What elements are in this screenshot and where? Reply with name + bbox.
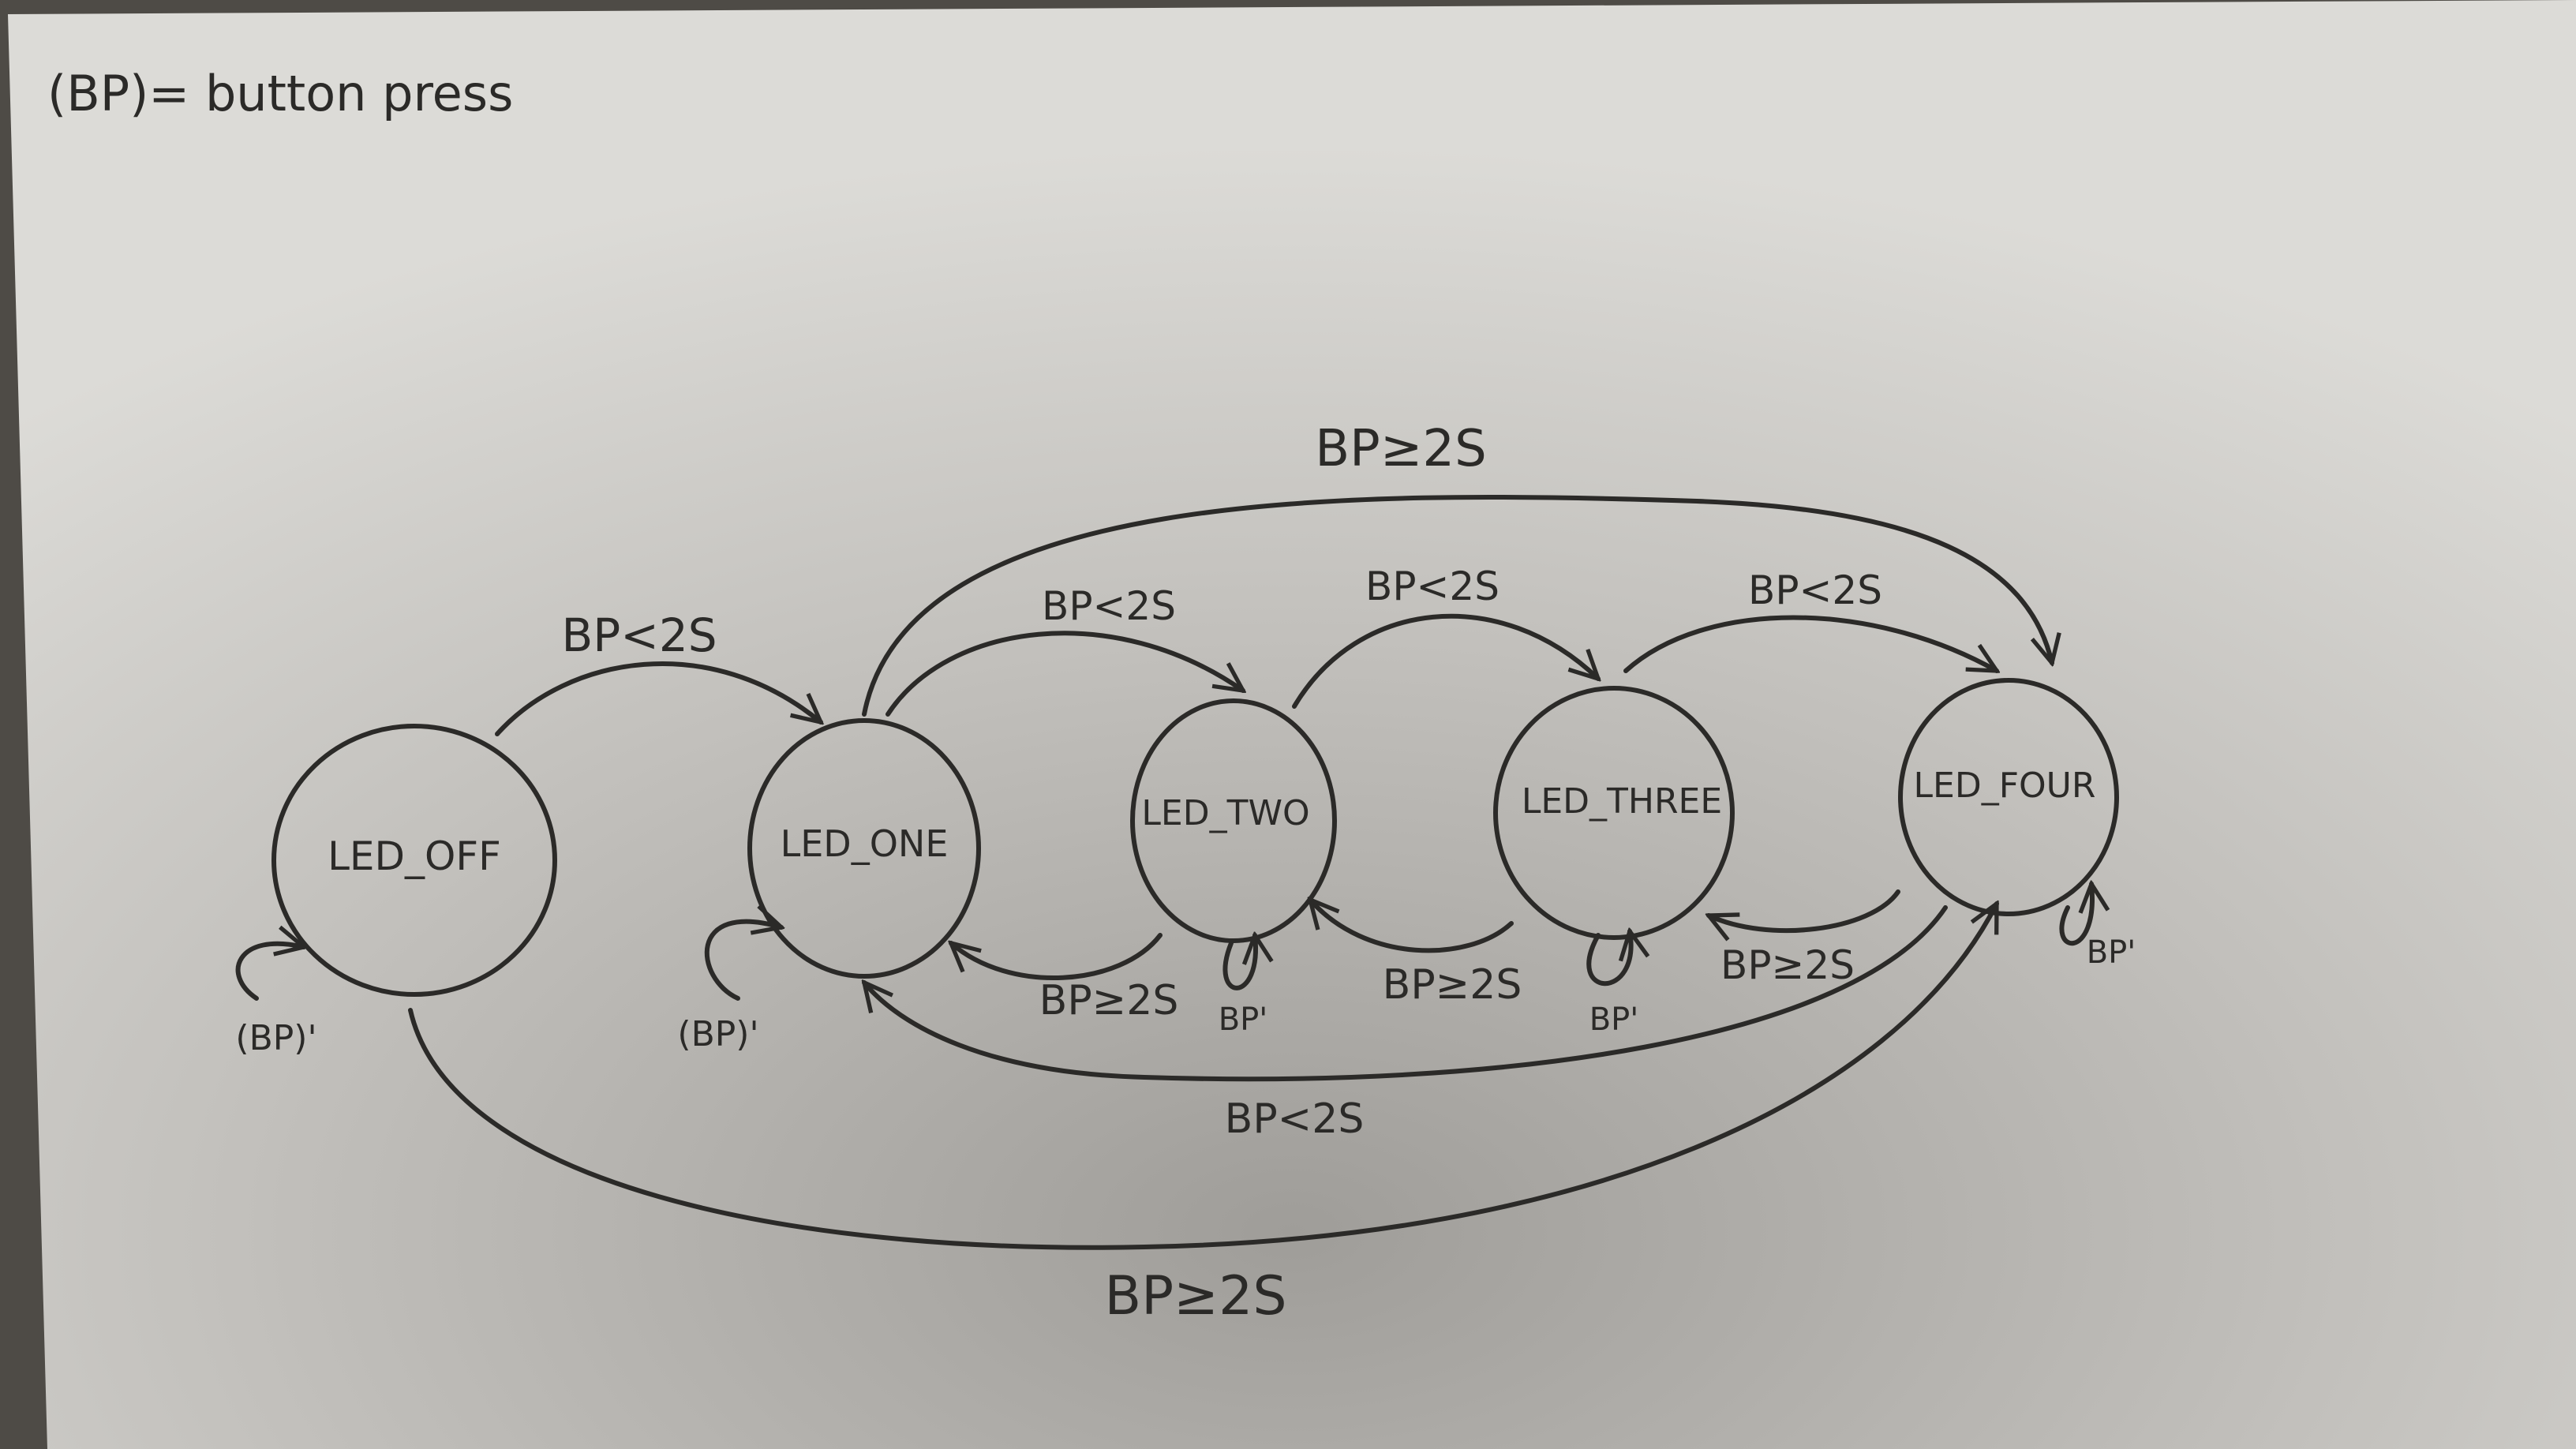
state-circle-led-two [1130,698,1337,943]
state-circle-led-one [747,718,981,979]
edge-label-one-two: BP<2S [1042,583,1176,629]
edge-label-two-one: BP≥2S [1039,977,1179,1024]
edge-label-one-four-top: BP≥2S [1315,420,1486,478]
edge-four-three [1709,889,1900,930]
edge-label-four-three: BP≥2S [1720,942,1855,988]
self-loop-three [1586,931,1631,987]
edge-three-two [1310,900,1514,953]
loop-label-one: (BP)' [677,1014,758,1054]
self-loop-one [704,922,781,1001]
loop-label-four: BP' [2087,934,2136,971]
edge-label-four-one: BP<2S [1225,1095,1365,1143]
loop-label-off: (BP)' [235,1018,316,1058]
edge-label-three-four: BP<2S [1748,567,1882,613]
edge-one-two [886,631,1243,717]
state-label-led-three: LED_THREE [1522,781,1722,822]
edge-four-one [864,905,1948,1082]
edge-one-four-top [862,494,2052,717]
loop-label-three: BP' [1589,1002,1639,1038]
edge-off-one [495,661,821,736]
edge-label-off-four: BP≥2S [1104,1265,1286,1327]
edge-off-four [408,904,1999,1250]
state-label-led-off: LED_OFF [328,833,501,879]
state-circle-led-four [1898,678,2119,916]
self-loop-off [235,944,304,1001]
self-loop-four [2059,884,2092,946]
self-loop-two [1222,935,1256,990]
edge-two-one [951,933,1163,980]
edge-label-three-two: BP≥2S [1383,961,1522,1009]
edge-two-three [1292,613,1598,709]
state-circle-led-three [1493,686,1735,940]
edge-three-four [1623,615,1997,673]
state-label-led-one: LED_ONE [781,822,949,865]
edge-label-two-three: BP<2S [1365,564,1500,609]
state-label-led-four: LED_FOUR [1914,766,2096,806]
legend-note: (BP)= button press [47,65,513,122]
state-circle-led-off [271,724,557,997]
loop-label-two: BP' [1219,1002,1268,1038]
state-label-led-two: LED_TWO [1141,793,1309,833]
edge-label-off-one: BP<2S [561,608,717,662]
